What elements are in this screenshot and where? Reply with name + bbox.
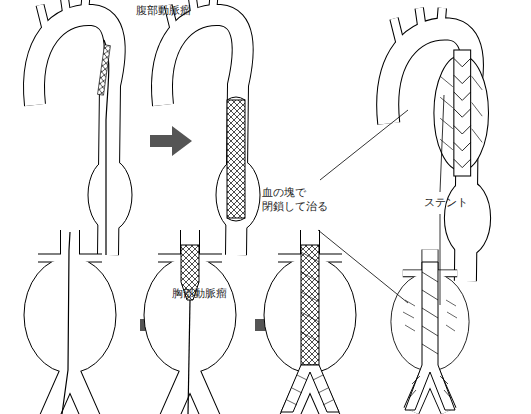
aorta-before [34, 0, 132, 255]
abdominal-before [24, 230, 116, 414]
label-text: 血の塊で 閉鎖して治る [262, 186, 336, 214]
label-text: ステント [424, 196, 494, 210]
abdominal-step3 [264, 230, 356, 414]
abdominal-repaired [391, 250, 469, 412]
abdominal-step2 [144, 230, 236, 414]
aorta-repaired [388, 8, 491, 281]
label-text: 胸部動脈瘤 [172, 287, 262, 301]
aorta-stented [162, 0, 260, 255]
label-text: 腹部動脈瘤 [136, 4, 226, 18]
step-arrow [150, 126, 192, 156]
